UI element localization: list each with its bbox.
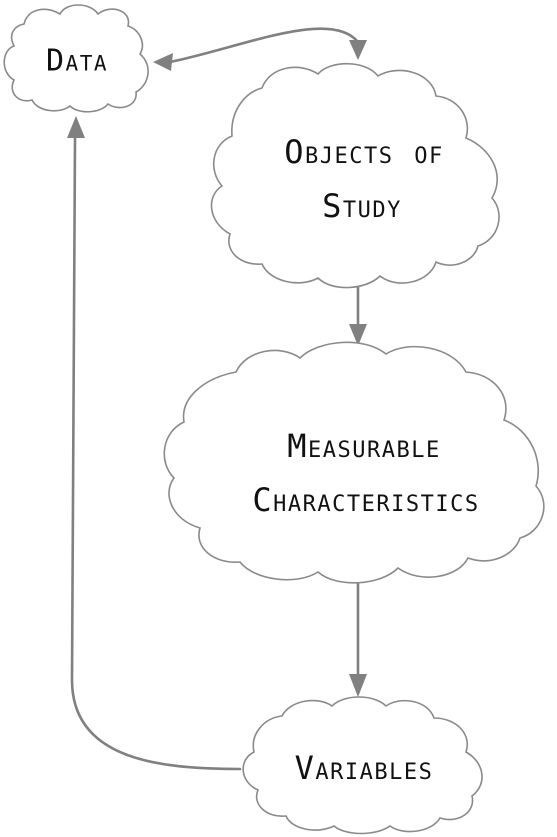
edge-data-objects-arrowhead-start bbox=[153, 53, 173, 71]
node-measurable: Measurable Characteristics bbox=[163, 341, 545, 584]
cloud-variables bbox=[242, 696, 483, 835]
edge-measurable-variables-arrowhead bbox=[349, 674, 367, 697]
edge-objects-measurable-arrowhead bbox=[349, 324, 367, 346]
node-measurable-label-line1: Measurable bbox=[287, 427, 440, 465]
cloud-data bbox=[3, 4, 149, 113]
edge-variables-data-arrowhead bbox=[67, 116, 85, 138]
edge-data-objects bbox=[168, 27, 360, 64]
node-data-label: Data bbox=[46, 44, 108, 79]
edge-variables-data bbox=[70, 136, 242, 771]
node-measurable-label-line2: Characteristics bbox=[252, 481, 479, 519]
node-variables: Variables bbox=[242, 696, 483, 835]
node-objects-label-line2: Study bbox=[322, 187, 402, 225]
node-variables-label: Variables bbox=[295, 749, 434, 787]
edge-data-objects-arrowhead-end bbox=[349, 40, 367, 60]
cloud-objects bbox=[210, 63, 500, 289]
node-data: Data bbox=[3, 4, 149, 113]
cloud-measurable bbox=[163, 341, 545, 584]
node-objects: Objects of Study bbox=[210, 63, 500, 289]
node-objects-label-line1: Objects of bbox=[284, 133, 444, 171]
